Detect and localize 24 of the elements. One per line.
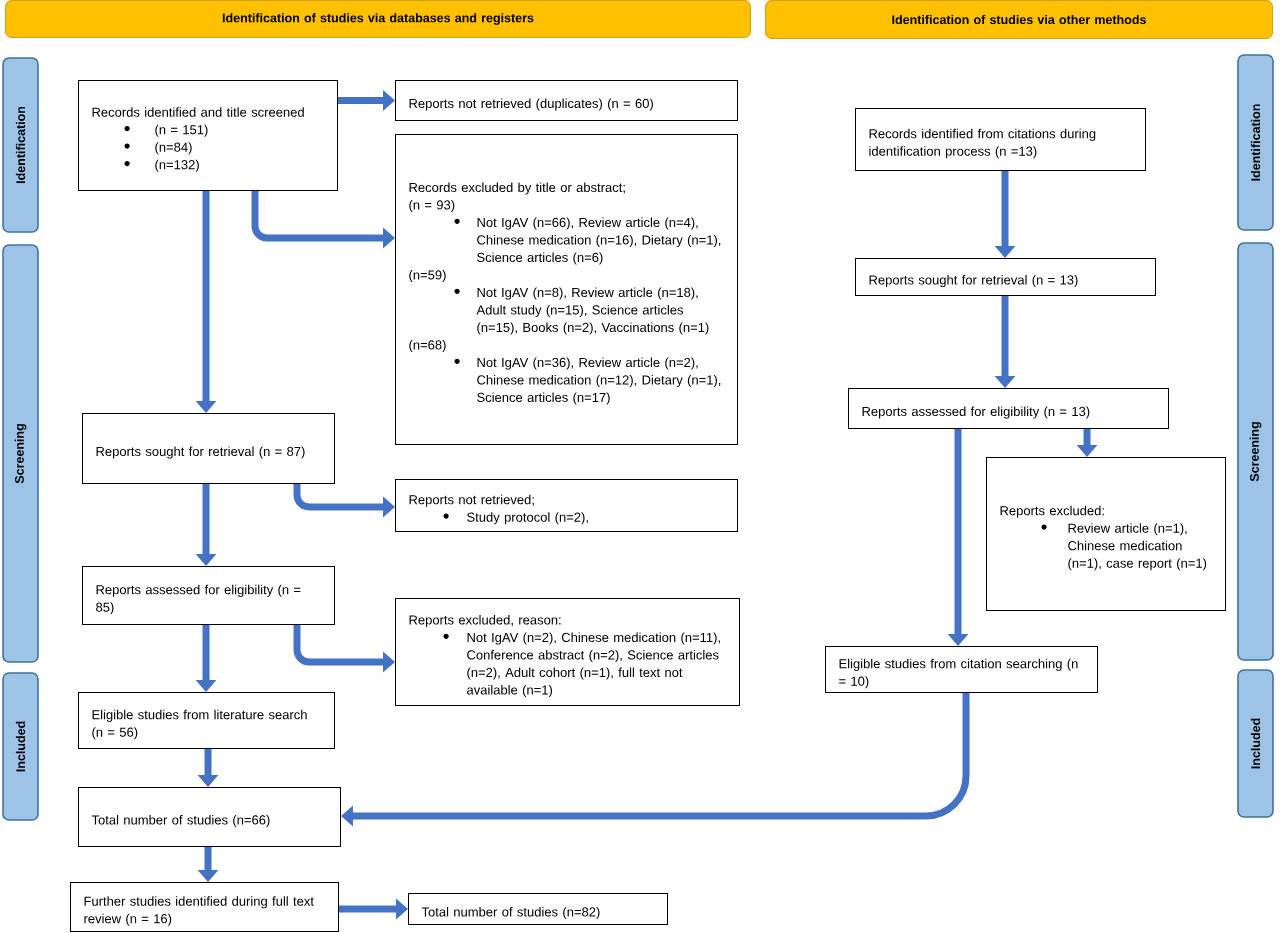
process-box: Reports excluded, reason: Not IgAV (n=2), Chinese medication (n=11), Conference abstract (n=2), Science articles (n=2), Adult cohort (n=1), full text not available (n=1) xyxy=(395,598,740,706)
process-box: Reports assessed for eligibility (n = 13) xyxy=(848,388,1169,429)
process-box: Reports sought for retrieval (n = 87) xyxy=(82,413,335,484)
process-box: Reports assessed for eligibility (n = 85) xyxy=(82,566,335,625)
process-box: Records identified and title screened (n = 151) (n=84) (n=132) xyxy=(78,80,338,191)
process-box: Eligible studies from literature search (n = 56) xyxy=(78,692,335,749)
process-box: Reports sought for retrieval (n = 13) xyxy=(855,258,1156,296)
process-box: Reports not retrieved (duplicates) (n = 60) xyxy=(395,80,738,121)
process-box: Further studies identified during full text review (n = 16) xyxy=(70,882,339,932)
process-box: Reports not retrieved; Study protocol (n=2), xyxy=(395,479,738,532)
process-box: Records excluded by title or abstract; (n = 93) Not IgAV (n=66), Review article (n=4), Chinese medication (n=16), Dietary (n=1), Science articles (n=6) (n=59) Not IgAV (n=8), Review article (n=18), Adult study (n=15), Science articles (n=15), Books (n=2), Vaccinations (n=1) (n=68) Not IgAV (n=36), Review article (n=2), Chinese medication (n=12), Dietary (n=1), Science articles (n=17) xyxy=(395,134,738,445)
process-box: Total number of studies (n=82) xyxy=(408,893,668,925)
header-banner: Identification of studies via databases and registers xyxy=(5,0,751,38)
header-banner: Identification of studies via other methods xyxy=(765,0,1273,39)
process-box: Total number of studies (n=66) xyxy=(78,787,341,847)
process-box: Records identified from citations during identification process (n =13) xyxy=(855,108,1146,171)
stage-band: Screening xyxy=(2,244,39,663)
stage-band: Screening xyxy=(1237,242,1274,661)
stage-band: Included xyxy=(1237,669,1274,818)
stage-band: Included xyxy=(2,672,39,821)
stage-band: Identification xyxy=(2,57,39,233)
stage-band: Identification xyxy=(1237,54,1274,231)
process-box: Reports excluded: Review article (n=1), Chinese medication (n=1), case report (n=1) xyxy=(986,457,1226,611)
process-box: Eligible studies from citation searching (n = 10) xyxy=(825,646,1098,693)
